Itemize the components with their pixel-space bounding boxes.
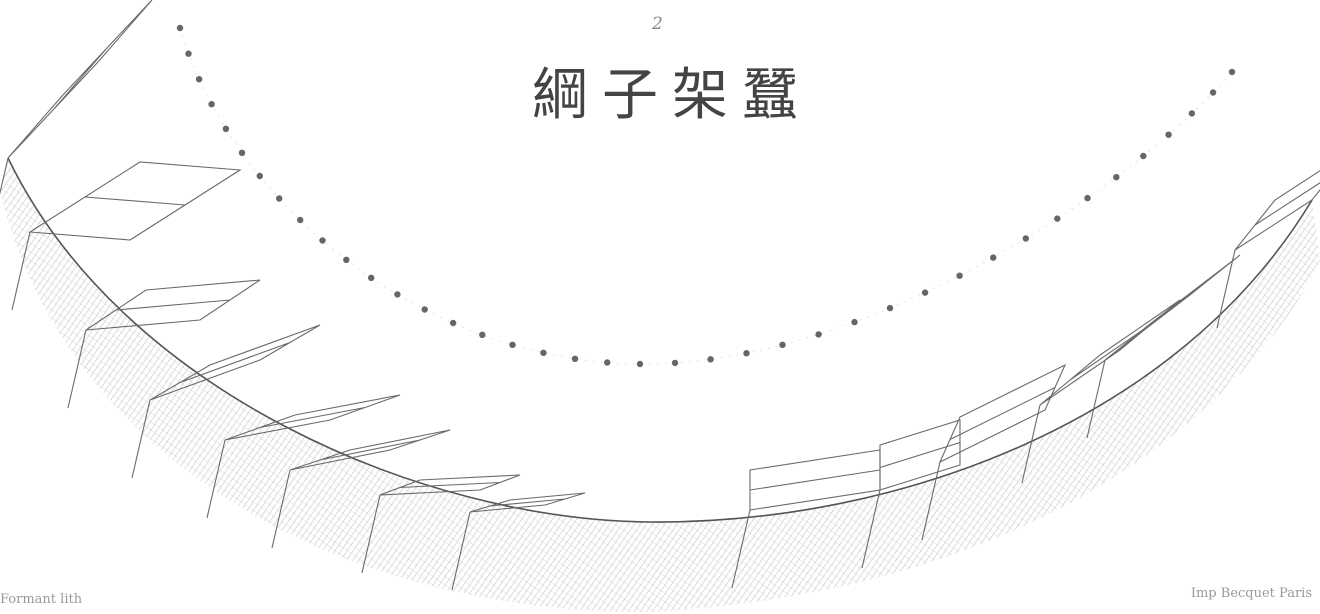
rope-bead: [343, 256, 350, 263]
rope-bead: [185, 50, 192, 57]
frame-post: [11, 231, 31, 311]
rope-bead: [394, 291, 401, 298]
frame-post: [451, 511, 471, 591]
frame-post: [1086, 359, 1106, 439]
tray-frame: [149, 324, 321, 401]
rope-bead: [540, 349, 547, 356]
rope-bead: [743, 350, 750, 357]
rope-bead: [1188, 110, 1196, 117]
rope-bead: [604, 359, 611, 366]
tray-frame: [7, 0, 153, 159]
frame-post: [67, 329, 87, 409]
rope-bead: [297, 216, 304, 224]
rope-bead: [368, 274, 375, 281]
page-number: 2: [652, 14, 663, 34]
frame-post: [1216, 249, 1236, 329]
rope-bead: [1054, 215, 1061, 222]
rope-bead: [509, 341, 516, 348]
rope-bead: [238, 149, 246, 156]
rope-bead: [421, 306, 428, 313]
tray-frame: [1104, 254, 1241, 361]
rope-bead: [956, 272, 963, 279]
rope-bead: [1022, 235, 1029, 242]
rope-bead: [921, 289, 929, 296]
frame-post: [731, 509, 751, 589]
rope-bead: [176, 24, 184, 32]
rope-bead: [990, 254, 997, 261]
rope-bead: [195, 76, 203, 83]
lithographer-credit: Formant lith: [0, 592, 83, 607]
rope-bead: [571, 355, 579, 362]
rope-bead: [707, 356, 714, 363]
rope-bead: [851, 318, 858, 326]
rope-bead: [779, 341, 786, 348]
tray-frames: [0, 0, 1320, 591]
rope-bead: [276, 195, 283, 202]
printer-credit: Imp Becquet Paris: [1190, 586, 1312, 601]
bead-rope: [176, 24, 1236, 368]
tray-frame: [85, 279, 261, 331]
rope-bead: [208, 101, 215, 108]
tray-frame: [28, 161, 242, 241]
rope-bead: [256, 172, 263, 180]
frame-post: [1021, 404, 1041, 484]
trellis-band: [0, 157, 1320, 613]
frame-post: [271, 469, 291, 549]
rope-bead: [479, 331, 486, 338]
frame-post: [921, 461, 941, 541]
tray-frame: [289, 429, 451, 471]
rope-bead: [671, 359, 679, 367]
frame-post: [0, 157, 9, 196]
rope-bead: [1140, 152, 1147, 160]
rope-bead: [1228, 68, 1236, 76]
rope-bead: [1209, 89, 1217, 96]
tray-frame: [938, 363, 1067, 464]
rope-bead: [636, 360, 644, 368]
tray-frame: [469, 492, 586, 513]
tray-frame: [379, 474, 521, 496]
rope-bead: [815, 331, 822, 338]
rope-bead: [1165, 131, 1172, 138]
frame-post: [361, 494, 381, 574]
rope-bead: [1084, 194, 1091, 202]
rope-bead: [222, 125, 230, 132]
frame-post: [861, 489, 881, 569]
frame-post: [131, 399, 151, 479]
rope-bead: [1113, 174, 1120, 181]
plate-title: 綱子架蠶: [532, 63, 812, 128]
tray-frame: [224, 394, 401, 441]
tray-frame: [1234, 170, 1320, 251]
rope-bead: [319, 237, 326, 244]
frame-post: [206, 439, 226, 519]
rope-bead: [449, 319, 457, 327]
rope-bead: [886, 304, 894, 312]
